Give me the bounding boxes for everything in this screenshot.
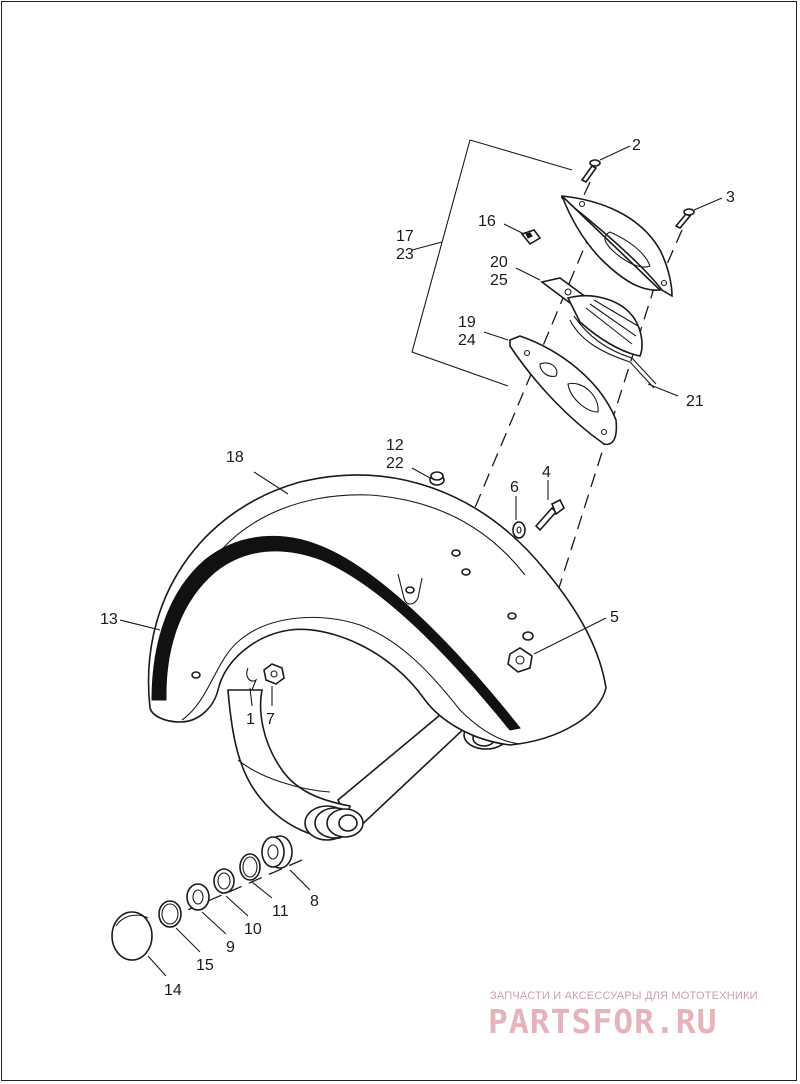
clip-part-1: [246, 667, 258, 691]
seal-part-15: [158, 900, 182, 928]
callout-17: 17: [396, 228, 414, 245]
callout-1: 1: [246, 711, 255, 728]
callout-20: 20: [490, 254, 508, 271]
bearing-part-8: [261, 835, 293, 869]
locknut-part-7: [263, 663, 285, 685]
callout-7: 7: [266, 711, 275, 728]
callout-12: 12: [386, 437, 404, 454]
callout-2: 2: [632, 137, 641, 154]
clip-nut-part-5: [507, 647, 533, 673]
callout-4: 4: [542, 464, 551, 481]
callout-15: 15: [196, 957, 214, 974]
callout-24: 24: [458, 332, 476, 349]
screw-part-2: [580, 159, 601, 184]
spacer-part-10: [213, 868, 235, 894]
base-gasket-part-19: [509, 335, 618, 446]
watermark-caption: ЗАПЧАСТИ И АКСЕССУАРЫ ДЛЯ МОТОТЕХНИКИ: [490, 990, 758, 1002]
callout-13: 13: [100, 611, 118, 628]
callout-6: 6: [510, 479, 519, 496]
retaining-ring-part-11: [239, 853, 261, 881]
washer-part-9: [186, 883, 210, 911]
callout-23: 23: [396, 246, 414, 263]
screw-part-3: [674, 208, 695, 229]
kit-bracket: [411, 139, 573, 387]
callout-18: 18: [226, 449, 244, 466]
grommet-part-12: [429, 471, 445, 486]
watermark-logo: PARTSFOR.RU: [488, 1002, 718, 1041]
leader-lines: [119, 145, 723, 977]
assembly-line-axle: [159, 859, 303, 923]
front-fender: [147, 474, 607, 746]
bulb-part-16: [520, 229, 542, 246]
lamp-housing-part-17: [561, 195, 673, 298]
callout-14: 14: [164, 982, 182, 999]
axle-cap-part-14: [111, 911, 153, 961]
callout-16: 16: [478, 213, 496, 230]
callout-10: 10: [244, 921, 262, 938]
callout-25: 25: [490, 272, 508, 289]
callout-11: 11: [272, 903, 289, 920]
callout-9: 9: [226, 939, 235, 956]
callout-3: 3: [726, 189, 735, 206]
callout-labels: 2 3 16 17 23 20 25 19 24 21 12 22 18 4 6…: [100, 137, 735, 999]
callout-19: 19: [458, 314, 476, 331]
callout-5: 5: [610, 609, 619, 626]
assembly-line-right: [544, 284, 656, 633]
assembly-line-left: [457, 209, 601, 549]
callout-21: 21: [686, 393, 704, 410]
callout-22: 22: [386, 455, 404, 472]
callout-8: 8: [310, 893, 319, 910]
lamp-assembly-part-20: [540, 277, 657, 389]
screw-part-4: [534, 498, 566, 532]
washer-part-6: [512, 521, 526, 539]
